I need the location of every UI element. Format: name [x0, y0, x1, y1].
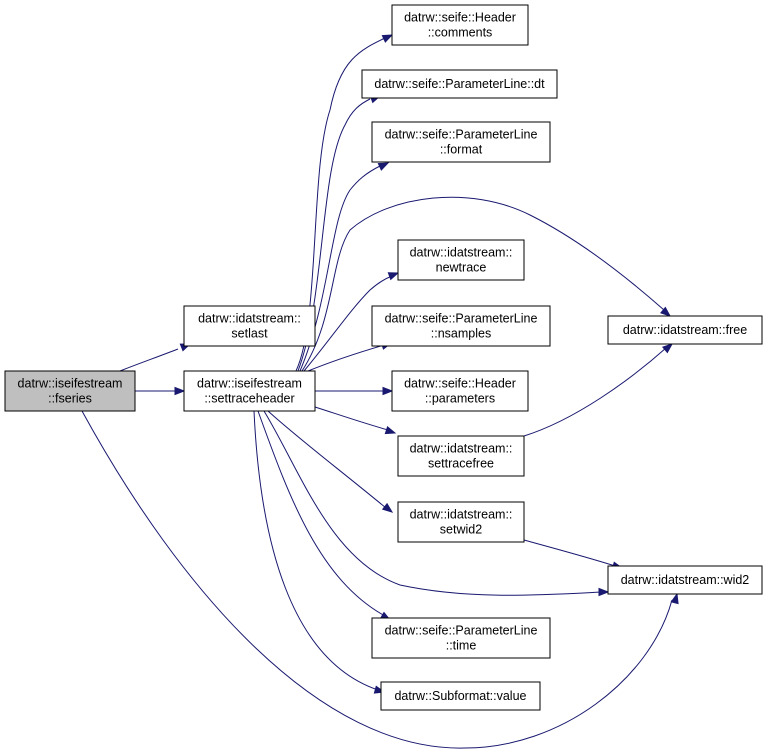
- edge-line: [267, 410, 387, 509]
- edge-line: [523, 347, 667, 437]
- arrowhead-icon: [670, 592, 679, 605]
- node-box[interactable]: [607, 565, 763, 595]
- node-label: ::time: [446, 639, 477, 653]
- node-label: datrw::idatstream::: [198, 312, 301, 326]
- node-setlast[interactable]: datrw::idatstream::setlast: [183, 305, 316, 347]
- node-box[interactable]: [183, 370, 316, 412]
- node-box[interactable]: [380, 681, 541, 711]
- edge-fseries-to-settraceheader: [135, 386, 186, 396]
- node-box[interactable]: [607, 315, 763, 345]
- node-wid2[interactable]: datrw::idatstream::wid2: [607, 565, 763, 595]
- edge-line: [314, 406, 389, 431]
- arrowhead-icon: [384, 426, 397, 435]
- edge-settraceheader-to-parameters: [315, 386, 394, 396]
- node-box[interactable]: [371, 617, 551, 659]
- arrowhead-icon: [660, 306, 672, 317]
- node-label: datrw::idatstream::free: [623, 323, 747, 337]
- node-label: datrw::idatstream::: [410, 442, 513, 456]
- node-label: newtrace: [436, 261, 487, 275]
- node-label: setwid2: [440, 523, 482, 537]
- node-newtrace[interactable]: datrw::idatstream::newtrace: [397, 239, 525, 281]
- node-dt[interactable]: datrw::seife::ParameterLine::dt: [361, 69, 558, 99]
- arrowhead-icon: [387, 272, 400, 281]
- edge-line: [307, 344, 385, 372]
- node-label: datrw::seife::Header: [404, 11, 516, 25]
- node-fseries[interactable]: datrw::iseifestream::fseries: [4, 370, 136, 412]
- arrowhead-icon: [662, 343, 674, 354]
- node-parameters[interactable]: datrw::seife::Header::parameters: [391, 370, 529, 412]
- edge-settraceheader-to-wid2: [263, 410, 610, 597]
- node-settraceheader[interactable]: datrw::iseifestream::settraceheader: [183, 370, 316, 412]
- node-label: settracefree: [428, 457, 494, 471]
- node-label: ::format: [440, 143, 483, 157]
- node-label: datrw::iseifestream: [18, 377, 123, 391]
- node-label: datrw::seife::ParameterLine: [385, 312, 538, 326]
- node-label: datrw::seife::ParameterLine::dt: [374, 77, 545, 91]
- node-label: datrw::iseifestream: [197, 377, 302, 391]
- node-box[interactable]: [397, 435, 525, 477]
- edge-settraceheader-to-setwid2: [267, 410, 394, 513]
- edge-settraceheader-to-settracefree: [314, 406, 397, 435]
- node-label: ::nsamples: [431, 327, 491, 341]
- node-label: ::parameters: [425, 392, 495, 406]
- node-value[interactable]: datrw::Subformat::value: [380, 681, 541, 711]
- node-time[interactable]: datrw::seife::ParameterLine::time: [371, 617, 551, 659]
- node-label: datrw::idatstream::: [410, 246, 513, 260]
- edge-line: [299, 165, 381, 372]
- node-box[interactable]: [397, 501, 525, 543]
- edge-settraceheader-to-newtrace: [303, 272, 400, 372]
- arrowhead-icon: [598, 587, 610, 597]
- arrowhead-icon: [174, 386, 186, 396]
- node-box[interactable]: [361, 69, 558, 99]
- nodes-layer: datrw::iseifestream::fseriesdatrw::idats…: [4, 4, 763, 711]
- arrowhead-icon: [381, 34, 394, 43]
- node-box[interactable]: [391, 4, 529, 46]
- arrowhead-icon: [377, 162, 390, 171]
- node-box[interactable]: [391, 370, 529, 412]
- node-label: datrw::seife::Header: [404, 377, 516, 391]
- node-label: ::comments: [428, 26, 493, 40]
- edge-fseries-to-wid2: [81, 410, 679, 749]
- edge-line: [253, 410, 379, 691]
- node-box[interactable]: [4, 370, 136, 412]
- node-label: datrw::idatstream::: [410, 508, 513, 522]
- edge-settraceheader-to-free: [301, 196, 672, 372]
- node-settracefree[interactable]: datrw::idatstream::settracefree: [397, 435, 525, 477]
- edge-fseries-to-setlast: [119, 343, 192, 372]
- node-nsamples[interactable]: datrw::seife::ParameterLine::nsamples: [371, 305, 551, 347]
- node-label: datrw::idatstream::wid2: [621, 573, 750, 587]
- arrowhead-icon: [381, 502, 394, 513]
- node-comments[interactable]: datrw::seife::Header::comments: [391, 4, 529, 46]
- edge-settracefree-to-free: [523, 343, 674, 437]
- arrowhead-icon: [382, 386, 394, 396]
- edge-line: [81, 410, 673, 749]
- node-label: datrw::seife::ParameterLine: [385, 624, 538, 638]
- node-format[interactable]: datrw::seife::ParameterLine::format: [371, 121, 551, 163]
- edges-layer: [81, 34, 679, 749]
- node-box[interactable]: [397, 239, 525, 281]
- edge-line: [301, 196, 665, 372]
- node-box[interactable]: [371, 305, 551, 347]
- node-box[interactable]: [371, 121, 551, 163]
- node-label: ::fseries: [48, 392, 92, 406]
- edge-line: [303, 275, 393, 372]
- node-label: ::settraceheader: [204, 392, 294, 406]
- edge-settraceheader-to-format: [299, 162, 390, 372]
- node-label: setlast: [231, 327, 268, 341]
- edge-line: [263, 410, 603, 596]
- node-setwid2[interactable]: datrw::idatstream::setwid2: [397, 501, 525, 543]
- edge-line: [257, 410, 386, 617]
- node-box[interactable]: [183, 305, 316, 347]
- node-label: datrw::Subformat::value: [394, 689, 526, 703]
- node-free[interactable]: datrw::idatstream::free: [607, 315, 763, 345]
- edge-settraceheader-to-time: [257, 410, 392, 621]
- edge-line: [523, 539, 616, 567]
- edge-line: [119, 348, 179, 372]
- node-label: datrw::seife::ParameterLine: [385, 128, 538, 142]
